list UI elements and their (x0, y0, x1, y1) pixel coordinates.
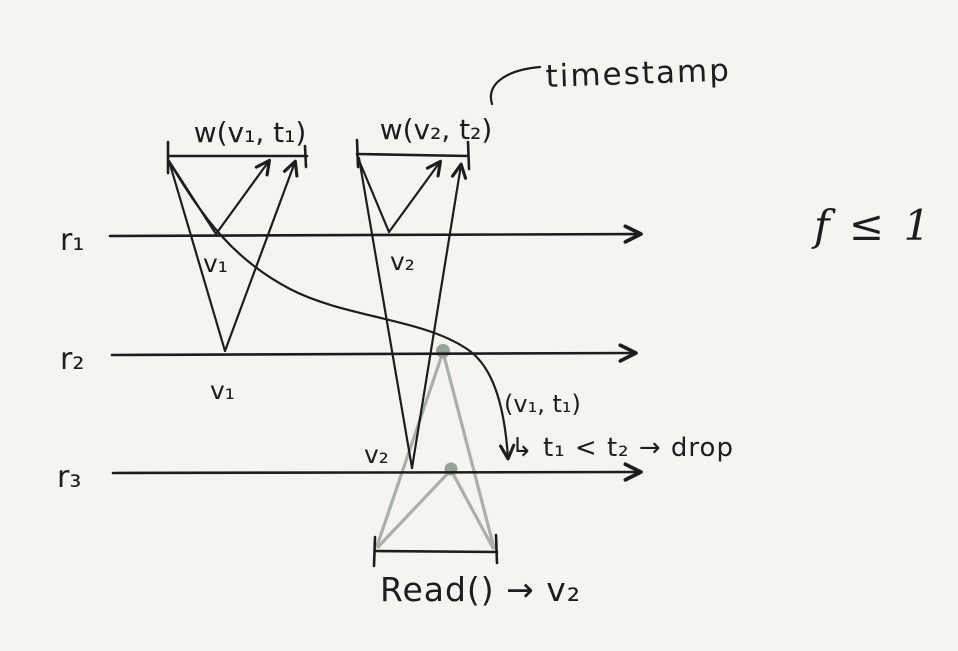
write1-ack-r2-arrow (223, 159, 299, 353)
timestamp-callout: timestamp (489, 53, 731, 106)
timestamp-pointer-line (489, 65, 542, 106)
replica-timelines: r₁ r₂ r₃ (57, 223, 643, 495)
read-operation (375, 344, 496, 550)
bracket-line (355, 152, 470, 158)
write1-ack-r1-arrow (214, 158, 272, 236)
bracket-tick-right (303, 144, 308, 169)
bracket-tick-right (494, 533, 499, 565)
timestamp-label: timestamp (545, 53, 731, 95)
read-r2-response-line (441, 350, 496, 550)
write2-interval-bracket (355, 138, 471, 171)
read-marker-r2 (436, 344, 450, 358)
replica-r3-label: r₃ (57, 460, 81, 495)
dropped-payload-label: (v₁, t₁) (504, 390, 581, 418)
drop-annotation: (v₁, t₁) ↳ t₁ < t₂ → drop (504, 390, 734, 463)
write1-label: w(v₁, t₁) (194, 116, 307, 149)
read-r3-response-line (449, 468, 495, 550)
write2-ack-r3-arrow (410, 162, 468, 470)
drop-rule-label: ↳ t₁ < t₂ → drop (511, 433, 734, 463)
write2-operation: w(v₂, t₂) v₂ v₂ (355, 113, 493, 470)
stored-v2-at-r1-label: v₂ (390, 247, 415, 276)
timeline-r3 (111, 462, 643, 482)
stored-v2-at-r3-label: v₂ (364, 440, 389, 469)
timeline-r2 (110, 343, 638, 363)
write2-send-r3-line (357, 156, 414, 470)
write1-send-r2-line (167, 159, 227, 353)
fault-bound-label: f ≤ 1 (811, 201, 933, 250)
replica-r1-label: r₁ (60, 223, 84, 258)
write2-label: w(v₂, t₂) (380, 113, 493, 146)
replica-r2-label: r₂ (60, 342, 84, 377)
bracket-tick-left (355, 138, 360, 169)
bracket-tick-left (372, 535, 377, 568)
write2-send-r1-line (356, 156, 391, 234)
stored-v1-at-r1-label: v₁ (203, 249, 228, 278)
read-r3-request-line (376, 468, 453, 549)
write1-operation: w(v₁, t₁) v₁ v₁ (166, 116, 516, 461)
read-result-label: Read() → v₂ (380, 570, 581, 609)
bracket-tick-right (466, 140, 471, 171)
bracket-line (373, 549, 499, 554)
read-r2-request-line (375, 350, 445, 548)
write1-interval-bracket (166, 140, 309, 175)
timeline-r1 (108, 224, 643, 244)
write1-delayed-message-curve (168, 161, 516, 461)
write2-ack-r1-arrow (387, 159, 443, 234)
stored-v1-at-r2-label: v₁ (210, 376, 235, 405)
read-interval: Read() → v₂ (372, 533, 581, 609)
